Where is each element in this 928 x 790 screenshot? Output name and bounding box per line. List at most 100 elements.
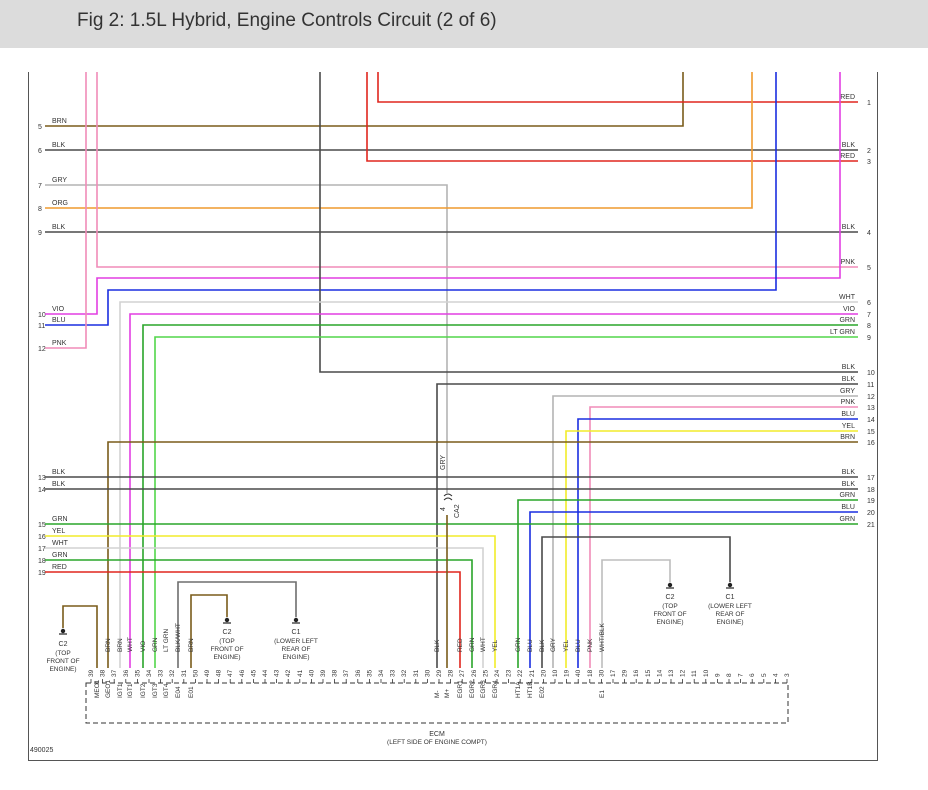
footer-code: 490025 — [30, 747, 53, 754]
wire-pnk-12 — [45, 72, 87, 349]
wire-grn-19 — [517, 499, 858, 668]
right-wire-label-5: PNK — [841, 259, 856, 266]
right-wire-label-14: BLU — [841, 411, 855, 418]
ecm-pin-name-33: IGT4 — [163, 683, 170, 698]
left-wire-label-16: YEL — [52, 528, 65, 535]
wire-red-19 — [45, 571, 461, 668]
wire-yel-15 — [565, 430, 858, 668]
ecm-pin-wire-33: LT GRN — [163, 628, 170, 652]
ecm-pin-name-34: IGT3 — [152, 683, 159, 698]
connector-pin-0: 39 — [88, 669, 95, 677]
ecm-pin-wire-25: YEL — [492, 639, 499, 652]
ground-desc-2-1: REAR OF — [282, 646, 311, 653]
connector-pin-53: 10 — [703, 669, 710, 677]
ecm-pin-wire-26: WHT — [480, 637, 487, 652]
ecm-pin-wire-21: BLK — [539, 639, 546, 652]
right-wire-label-2: BLK — [842, 142, 856, 149]
left-wire-label-19: RED — [52, 564, 67, 571]
connector-pin-27: 32 — [401, 669, 408, 677]
connector-pin-16: 43 — [274, 669, 281, 677]
connector-pin-21: 38 — [332, 669, 339, 677]
left-wire-num-15: 15 — [38, 522, 46, 529]
connector-pin-50: 13 — [668, 669, 675, 677]
wire-whtblk-e1 — [601, 559, 671, 668]
left-wire-label-9: BLK — [52, 224, 66, 231]
left-wire-label-10: VIO — [52, 306, 65, 313]
connector-pin-20: 39 — [320, 669, 327, 677]
ecm-pin-name-39: MEO1 — [94, 679, 101, 698]
ecm-pin-wire-32: BLK/WHT — [175, 623, 182, 652]
connector-pin-23: 36 — [355, 669, 362, 677]
wire-wht-17 — [45, 547, 484, 668]
connector-pin-39: 20 — [540, 669, 547, 677]
ground-label-1: C2 — [223, 629, 232, 636]
ground-desc-0-0: (TOP — [55, 650, 70, 657]
connector-pin-18: 41 — [297, 669, 304, 677]
splice-num: 4 — [440, 507, 447, 511]
right-wire-label-18: BLK — [842, 481, 856, 488]
right-wire-label-21: GRN — [839, 516, 855, 523]
connector-pin-8: 31 — [181, 669, 188, 677]
connector-pin-36: 23 — [506, 669, 513, 677]
connector-pin-40: 10 — [552, 669, 559, 677]
connector-pin-22: 37 — [343, 669, 350, 677]
ground-desc-4-2: ENGINE) — [716, 619, 743, 626]
left-wire-label-17: WHT — [52, 540, 69, 547]
ground-label-4: C1 — [726, 594, 735, 601]
right-wire-num-19: 19 — [867, 498, 875, 505]
connector-pin-48: 15 — [645, 669, 652, 677]
left-wire-num-7: 7 — [38, 183, 42, 190]
ground-desc-4-1: REAR OF — [716, 611, 745, 618]
ecm-pin-wire-38: BRN — [105, 638, 112, 652]
connector-pin-34: 25 — [482, 669, 489, 677]
ground-label-2: C1 — [292, 629, 301, 636]
ground-point-0 — [60, 628, 66, 634]
wire-wht-6 — [119, 301, 858, 668]
ground-desc-3-1: FRONT OF — [653, 611, 686, 618]
ecm-pin-name-21: E02 — [539, 686, 546, 698]
connector-pin-10: 49 — [204, 669, 211, 677]
right-wire-label-3: RED — [840, 153, 855, 160]
wire-org-8 — [45, 72, 753, 209]
figure-title: Fig 2: 1.5L Hybrid, Engine Controls Circ… — [77, 10, 497, 31]
left-wire-label-12: PNK — [52, 340, 67, 347]
ecm-pin-wire-27: GRN — [469, 637, 476, 652]
ground-desc-2-2: ENGINE) — [282, 654, 309, 661]
right-wire-num-1: 1 — [867, 100, 871, 107]
ground-desc-0-2: ENGINE) — [49, 666, 76, 673]
connector-pin-49: 14 — [656, 669, 663, 677]
ecm-pin-name-37: IGT1 — [117, 683, 124, 698]
connector-pin-42: 40 — [575, 669, 582, 677]
ecm-pin-name-31: E01 — [188, 686, 195, 698]
connector-pin-32: 27 — [459, 669, 466, 677]
connector-pin-45: 17 — [610, 669, 617, 677]
right-wire-num-2: 2 — [867, 148, 871, 155]
right-wire-label-8: GRN — [839, 317, 855, 324]
right-wire-num-10: 10 — [867, 370, 875, 377]
right-wire-num-7: 7 — [867, 312, 871, 319]
connector-pin-35: 24 — [494, 669, 501, 677]
connector-pin-9: 50 — [192, 669, 199, 677]
ecm-pin-wire-20: GRY — [550, 637, 557, 652]
wire-red-3 — [366, 72, 858, 162]
connector-pin-60: 3 — [784, 673, 791, 677]
connector-pin-41: 19 — [564, 669, 571, 677]
ecm-pin-wire-23: GRN — [515, 637, 522, 652]
left-wire-label-6: BLK — [52, 142, 66, 149]
right-wire-label-15: YEL — [842, 423, 855, 430]
ground-desc-4-0: (LOWER LEFT — [708, 603, 752, 610]
connector-pin-19: 40 — [308, 669, 315, 677]
left-wire-label-18: GRN — [52, 552, 68, 559]
connector-pin-6: 33 — [158, 669, 165, 677]
ecm-pin-wire-16: WHT/BLK — [599, 622, 606, 652]
ecm-pin-wire-31: BRN — [188, 638, 195, 652]
right-wire-label-1: RED — [840, 94, 855, 101]
left-wire-num-13: 13 — [38, 475, 46, 482]
right-wire-label-11: BLK — [842, 376, 856, 383]
wire-brn-16 — [107, 441, 858, 668]
left-wire-num-17: 17 — [38, 546, 46, 553]
wire-brn-5 — [45, 72, 684, 127]
ecm-pin-name-22: HT1B — [527, 681, 534, 698]
ground-desc-2-0: (LOWER LEFT — [274, 638, 318, 645]
